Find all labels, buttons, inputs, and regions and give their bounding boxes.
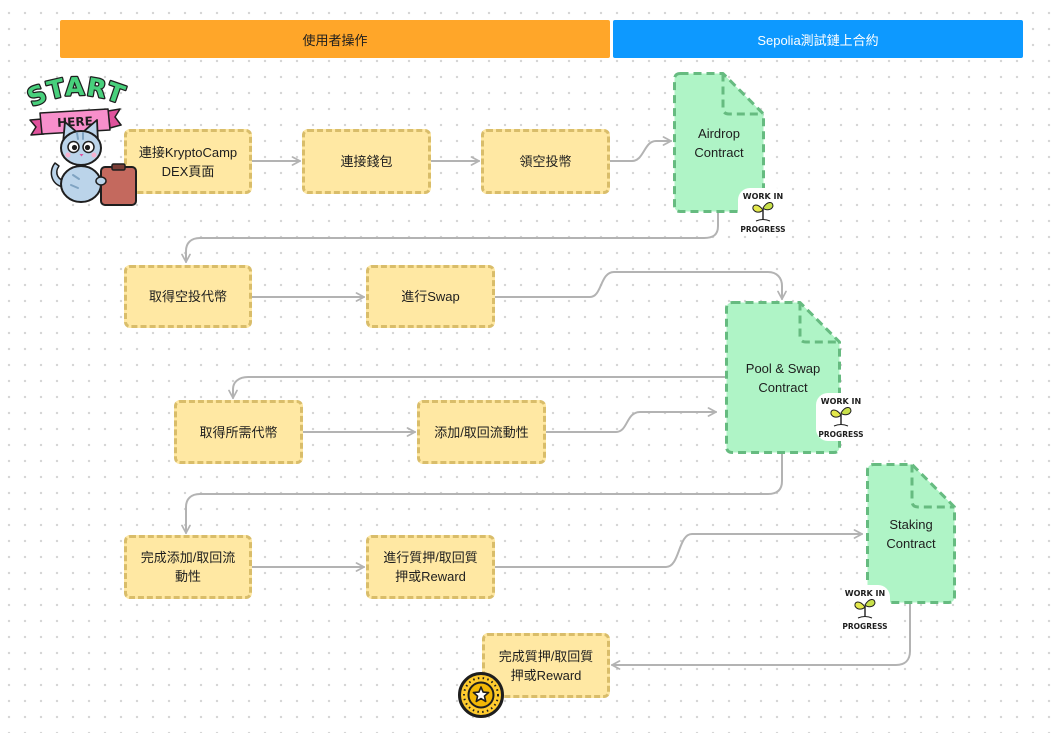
step-text-line: 動性 xyxy=(174,569,201,584)
lane-header-onchain-contracts[interactable]: Sepolia測試鏈上合約 xyxy=(613,20,1023,58)
step-text-line: DEX頁面 xyxy=(161,163,215,179)
document-shape xyxy=(673,72,765,213)
document-shape xyxy=(725,301,841,454)
contract-name-line: Contract xyxy=(694,144,744,160)
start-here-sticker[interactable]: START HERE xyxy=(22,71,145,210)
step-stake-unstake-reward[interactable]: 進行質押/取回質 押或Reward xyxy=(366,535,495,599)
connector-airdrop-contract-to-receive-tokens[interactable] xyxy=(181,212,719,263)
sticker-bottom-text: PROGRESS xyxy=(818,430,863,439)
contract-label: Pool & Swap Contract xyxy=(725,301,841,454)
work-in-progress-sticker[interactable]: WORK IN PROGRESS xyxy=(839,584,891,634)
step-staking-done[interactable]: 完成質押/取回質 押或Reward xyxy=(482,633,610,698)
step-swap[interactable]: 進行Swap xyxy=(366,265,495,328)
lane-header-user-actions[interactable]: 使用者操作 xyxy=(60,20,610,58)
start-lettering: START xyxy=(25,75,129,112)
step-text-line: 添加/取回流動性 xyxy=(434,424,529,440)
contract-name-line: Pool & Swap xyxy=(745,360,821,376)
step-text-line: 押或Reward xyxy=(510,667,582,683)
contract-name-line: Staking xyxy=(889,516,933,532)
step-text-line: 完成質押/取回質 xyxy=(498,648,594,664)
step-text-line: 取得所需代幣 xyxy=(199,424,278,440)
contract-pool-swap[interactable]: Pool & Swap Contract xyxy=(725,301,841,454)
lane-header-label: Sepolia測試鏈上合約 xyxy=(757,32,879,48)
cat-mascot-icon xyxy=(50,119,102,203)
step-text-line: 完成添加/取回流 xyxy=(140,550,236,565)
contract-name-line: Contract xyxy=(758,379,808,395)
sticker-bottom-text: PROGRESS xyxy=(842,622,887,631)
step-text-line: 進行質押/取回質 xyxy=(383,550,478,565)
connector-pool-contract-to-get-tokens[interactable] xyxy=(228,376,726,399)
step-connect-wallet[interactable]: 連接錢包 xyxy=(302,129,431,194)
step-claim-airdrop[interactable]: 領空投幣 xyxy=(481,129,610,194)
step-text-line: 進行Swap xyxy=(401,289,460,304)
work-in-progress-sticker[interactable]: WORK IN PROGRESS xyxy=(737,187,789,237)
step-connect-dex-page[interactable]: 連接KryptoCamp DEX頁面 xyxy=(124,129,252,194)
step-get-required-tokens[interactable]: 取得所需代幣 xyxy=(174,400,303,464)
connector-pool-contract-to-liquidity-done[interactable] xyxy=(181,453,783,534)
step-add-remove-liquidity[interactable]: 添加/取回流動性 xyxy=(417,400,546,464)
step-text-line: 取得空投代幣 xyxy=(148,289,227,304)
step-text-line: 連接錢包 xyxy=(340,154,393,169)
contract-name-line: Contract xyxy=(886,535,936,551)
contract-staking[interactable]: Staking Contract xyxy=(866,463,956,604)
contract-name-line: Airdrop xyxy=(698,125,740,141)
sprout-icon xyxy=(752,202,774,222)
connector-staking-to-staking-contract[interactable] xyxy=(494,529,863,568)
star-coin-icon[interactable] xyxy=(458,672,504,718)
contract-label: Staking Contract xyxy=(866,463,956,604)
sticker-top-text: WORK IN xyxy=(821,397,861,406)
connector-liquidity-to-pool-contract[interactable] xyxy=(545,407,717,433)
connector-swap-to-pool-contract[interactable] xyxy=(494,271,787,300)
step-text-line: 連接KryptoCamp xyxy=(138,144,238,160)
sticker-bottom-text: PROGRESS xyxy=(740,225,785,234)
contract-label: Airdrop Contract xyxy=(673,72,765,213)
lane-header-label: 使用者操作 xyxy=(302,32,368,48)
step-receive-airdrop-tokens[interactable]: 取得空投代幣 xyxy=(124,265,252,328)
sticker-top-text: WORK IN xyxy=(845,589,885,598)
work-in-progress-sticker[interactable]: WORK IN PROGRESS xyxy=(815,392,867,442)
contract-airdrop[interactable]: Airdrop Contract xyxy=(673,72,765,213)
sticker-top-text: WORK IN xyxy=(743,192,783,201)
step-liquidity-done[interactable]: 完成添加/取回流 動性 xyxy=(124,535,252,599)
step-text-line: 押或Reward xyxy=(395,569,466,584)
clipboard-icon xyxy=(95,163,137,206)
connector-claim-to-airdrop-contract[interactable] xyxy=(609,136,672,162)
sprout-icon xyxy=(830,407,852,427)
step-text-line: 領空投幣 xyxy=(519,154,572,169)
